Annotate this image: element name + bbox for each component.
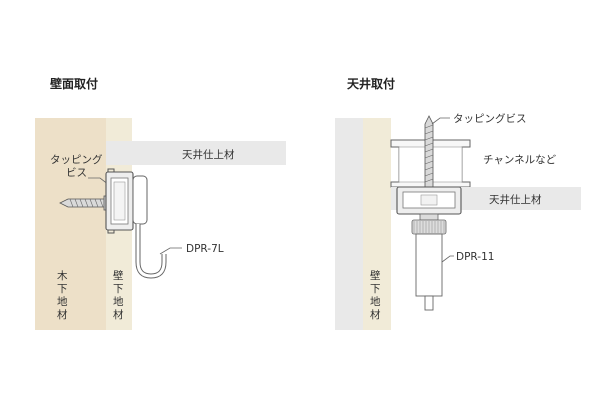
wood-base-char: 木 <box>57 270 68 282</box>
ceiling-screw-leader <box>431 117 450 125</box>
hook-fitting <box>132 175 167 279</box>
wall-base-char: 壁 <box>370 269 381 282</box>
wall-base-char: 下 <box>370 283 381 295</box>
wood-base-char: 材 <box>57 308 68 321</box>
wood-base-char: 下 <box>57 283 68 295</box>
ceiling-rail-profile <box>396 186 462 215</box>
ceiling-screw-label: タッピングビス <box>453 112 527 125</box>
wall-ceiling-label: 天井仕上材 <box>182 148 235 161</box>
wall-base-char: 材 <box>113 308 124 321</box>
ceiling-mount-title: 天井取付 <box>347 76 395 91</box>
ceiling-finish-label-right: 天井仕上材 <box>489 193 542 206</box>
dpr11-hanger <box>411 213 447 311</box>
dpr11-leader <box>441 255 454 263</box>
wall-mount-title: 壁面取付 <box>50 76 98 91</box>
dpr7l-leader <box>159 247 182 255</box>
wall-rail-profile <box>105 168 134 234</box>
wood-base-char: 地 <box>57 295 68 308</box>
dpr7l-label: DPR-7L <box>186 243 224 255</box>
wall-base-vertical-label-right: 壁 下 地 材 <box>370 269 381 321</box>
channel-label: チャンネルなど <box>483 154 557 166</box>
wood-base-vertical-label: 木 下 地 材 <box>57 270 68 321</box>
wall-screw-label-line2: ビス <box>66 167 87 179</box>
ceiling-screw-icon <box>424 115 434 189</box>
dpr11-label: DPR-11 <box>456 251 494 263</box>
ceiling-finish-panel <box>106 141 286 165</box>
wall-base-panel-right <box>363 118 391 330</box>
wall-screw-label-line1: タッピング <box>50 153 103 166</box>
wall-base-char: 地 <box>113 295 124 308</box>
wall-base-char: 地 <box>370 295 381 308</box>
wall-base-char: 壁 <box>113 269 124 282</box>
wall-base-char: 下 <box>113 283 124 295</box>
wood-base-panel <box>35 118 106 330</box>
wall-base-char: 材 <box>370 308 381 321</box>
wall-mount-diagram: 壁面取付 天井仕上材 タッピング ビス <box>35 76 286 330</box>
wall-base-vertical-label-left: 壁 下 地 材 <box>113 269 124 321</box>
ceiling-mount-diagram: 天井取付 タッピングビス チャンネルなど 天井仕上材 <box>335 76 581 330</box>
left-wall-panel <box>335 118 363 330</box>
